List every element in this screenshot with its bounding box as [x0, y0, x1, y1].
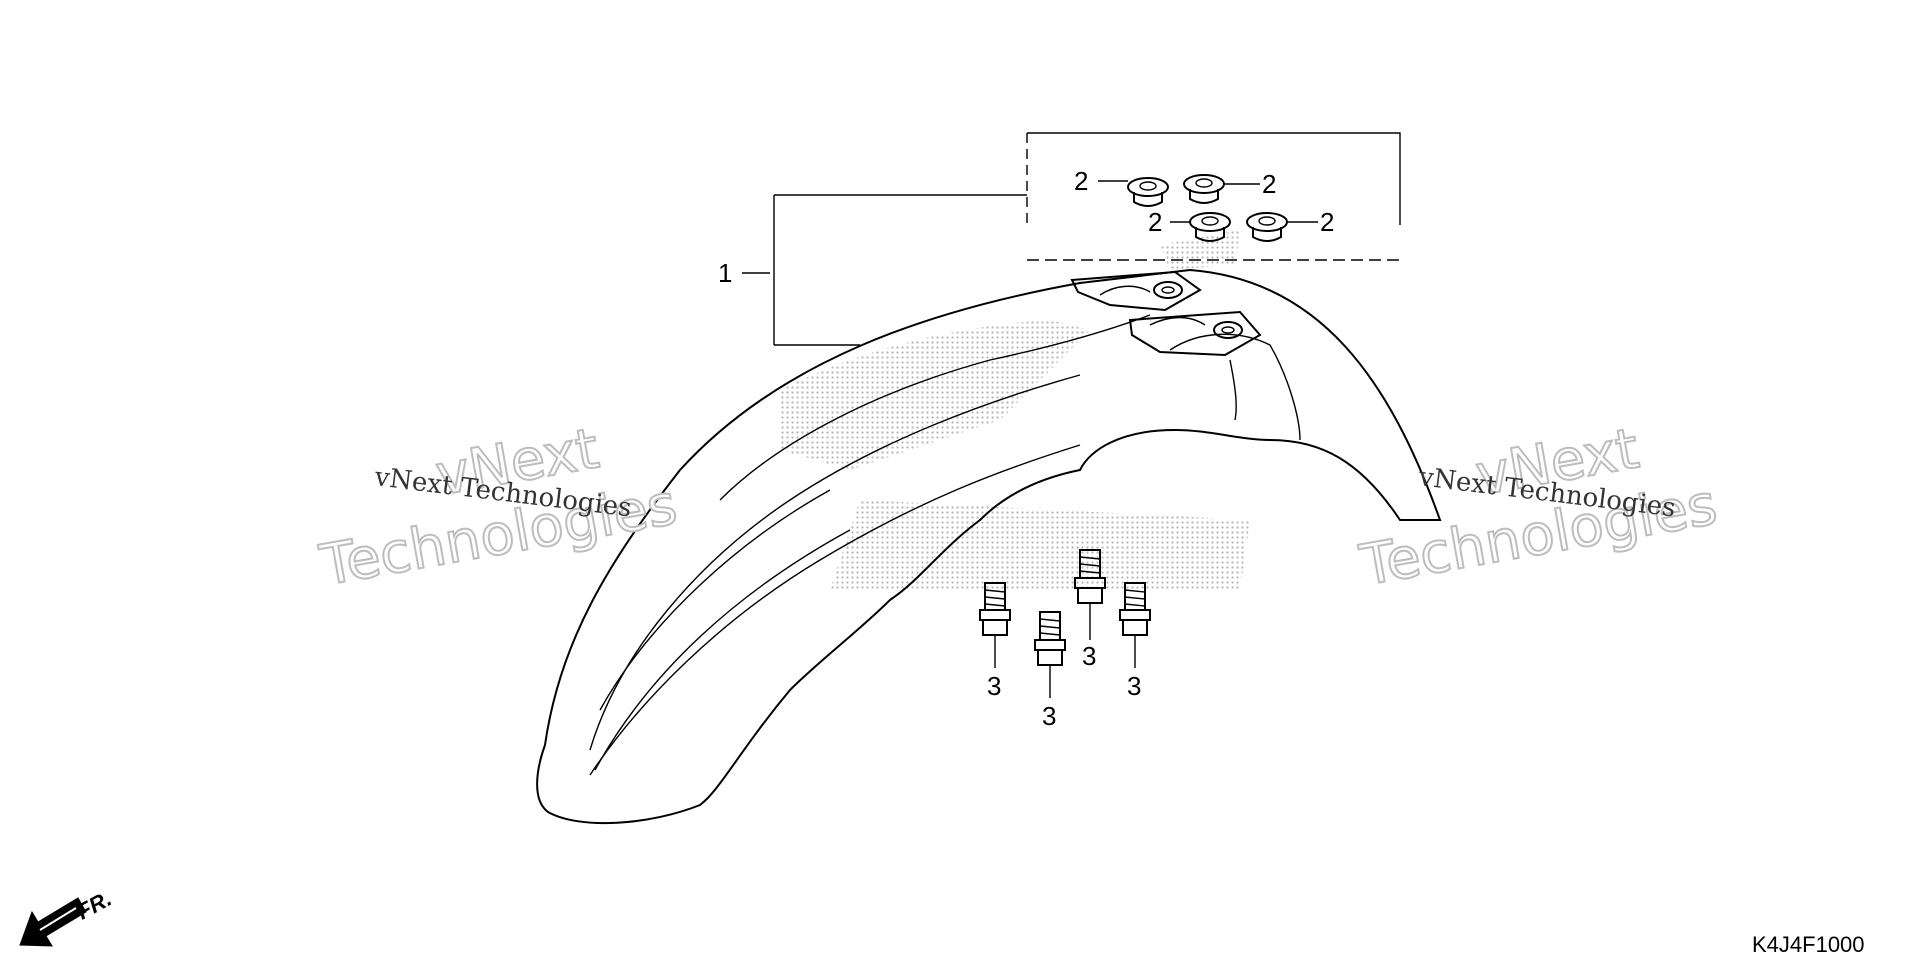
callout-part-1: 1 — [718, 258, 732, 288]
diagram-code: K4J4F1000 — [1752, 932, 1865, 957]
grommet-4 — [1246, 212, 1288, 242]
front-fender — [536, 268, 1442, 825]
kit-bracket — [742, 132, 1401, 346]
bolt-4 — [1119, 582, 1151, 668]
grommet-leaders — [1098, 180, 1318, 223]
watermark-left: vNext Technologies vNext Technologies — [314, 415, 683, 600]
bolt-3 — [1074, 549, 1106, 640]
callout-part-3-b: 3 — [1042, 701, 1056, 731]
grommet-1 — [1127, 177, 1169, 207]
callout-part-3-d: 3 — [1127, 671, 1141, 701]
watermark-shading — [780, 230, 1250, 590]
watermark-right: vNext Technologies vNext Technologies — [1354, 415, 1723, 600]
grommet-2 — [1183, 174, 1225, 204]
front-direction-indicator: FR. — [19, 886, 116, 947]
front-label: FR. — [73, 886, 116, 925]
bolt-2 — [1034, 611, 1066, 698]
callout-part-3-c: 3 — [1082, 641, 1096, 671]
callout-part-2-a: 2 — [1074, 166, 1088, 196]
callout-part-3-a: 3 — [987, 671, 1001, 701]
bolt-1 — [979, 582, 1011, 668]
callout-part-2-c: 2 — [1148, 207, 1162, 237]
callout-part-2-d: 2 — [1320, 207, 1334, 237]
callout-part-2-b: 2 — [1262, 169, 1276, 199]
